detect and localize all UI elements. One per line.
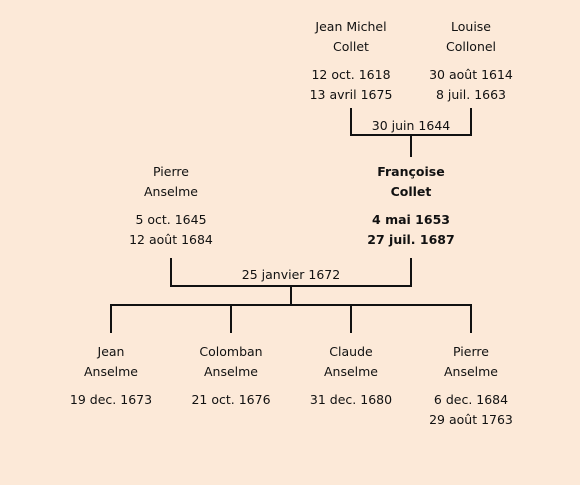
person-francoise-collet: Françoise Collet 4 mai 1653 27 juil. 168… bbox=[341, 162, 481, 250]
person-last-name: Anselme bbox=[83, 364, 139, 379]
person-death: 29 août 1763 bbox=[429, 412, 513, 427]
connector-line bbox=[470, 305, 472, 333]
marriage-date: 30 juin 1644 bbox=[368, 118, 454, 134]
connector-line bbox=[110, 304, 472, 306]
connector-line bbox=[410, 135, 412, 157]
person-death: 27 juil. 1687 bbox=[367, 232, 455, 247]
person-first-name: Colomban bbox=[199, 344, 263, 359]
person-last-name: Anselme bbox=[143, 184, 199, 199]
person-first-name: Claude bbox=[329, 344, 373, 359]
person-birth: 19 dec. 1673 bbox=[69, 392, 153, 407]
person-first-name: Louise bbox=[451, 19, 491, 34]
person-death: 13 avril 1675 bbox=[309, 87, 393, 102]
person-last-name: Collet bbox=[390, 184, 432, 199]
marriage-date: 25 janvier 1672 bbox=[238, 267, 344, 283]
person-pierre-anselme-junior: Pierre Anselme 6 dec. 1684 29 août 1763 bbox=[401, 342, 541, 430]
connector-line bbox=[230, 305, 232, 333]
connector-line bbox=[470, 108, 472, 135]
connector-line bbox=[110, 305, 112, 333]
person-jean-anselme: Jean Anselme 19 dec. 1673 bbox=[41, 342, 181, 410]
person-birth: 21 oct. 1676 bbox=[191, 392, 271, 407]
person-louise-collonel: Louise Collonel 30 août 1614 8 juil. 166… bbox=[401, 17, 541, 105]
person-jean-michel-collet: Jean Michel Collet 12 oct. 1618 13 avril… bbox=[281, 17, 421, 105]
person-first-name: Pierre bbox=[153, 164, 189, 179]
person-first-name: Jean Michel bbox=[315, 19, 387, 34]
person-death: 8 juil. 1663 bbox=[435, 87, 507, 102]
person-birth: 31 dec. 1680 bbox=[309, 392, 393, 407]
person-colomban-anselme: Colomban Anselme 21 oct. 1676 bbox=[161, 342, 301, 410]
person-first-name: Pierre bbox=[453, 344, 489, 359]
person-last-name: Anselme bbox=[203, 364, 259, 379]
person-last-name: Anselme bbox=[443, 364, 499, 379]
connector-line bbox=[290, 286, 292, 305]
person-last-name: Collet bbox=[333, 39, 369, 54]
person-birth: 6 dec. 1684 bbox=[433, 392, 509, 407]
person-last-name: Collonel bbox=[445, 39, 497, 54]
connector-line bbox=[350, 305, 352, 333]
person-first-name: Françoise bbox=[377, 164, 445, 179]
person-claude-anselme: Claude Anselme 31 dec. 1680 bbox=[281, 342, 421, 410]
person-first-name: Jean bbox=[97, 344, 125, 359]
person-birth: 12 oct. 1618 bbox=[311, 67, 391, 82]
person-death: 12 août 1684 bbox=[129, 232, 213, 247]
person-birth: 5 oct. 1645 bbox=[135, 212, 207, 227]
person-birth: 30 août 1614 bbox=[429, 67, 513, 82]
connector-line bbox=[410, 258, 412, 286]
person-last-name: Anselme bbox=[323, 364, 379, 379]
person-pierre-anselme-senior: Pierre Anselme 5 oct. 1645 12 août 1684 bbox=[101, 162, 241, 250]
connector-line bbox=[170, 258, 172, 286]
connector-line bbox=[350, 108, 352, 135]
person-birth: 4 mai 1653 bbox=[372, 212, 450, 227]
